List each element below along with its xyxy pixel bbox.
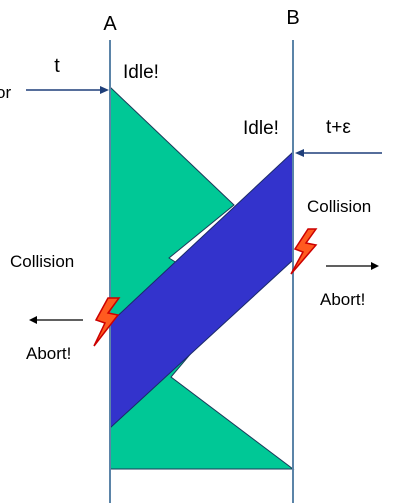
station-b-lightning-icon <box>290 228 318 275</box>
station-b-sense-time: t+ε <box>326 117 351 138</box>
station-a-collision-label: Collision <box>10 252 74 271</box>
sense-arrow-a-head <box>100 86 109 94</box>
station-a-abort-label: Abort! <box>26 344 71 363</box>
station-a-label: A <box>103 13 117 35</box>
abort-arrow-a-head <box>29 316 37 324</box>
station-b-idle-label: Idle! <box>243 118 279 139</box>
station-a-sense-time: t <box>54 55 60 77</box>
station-a-idle-label: Idle! <box>123 62 159 83</box>
sense-arrow-b-head <box>295 149 304 157</box>
abort-arrow-b-head <box>371 262 379 270</box>
station-b-collision-label: Collision <box>307 197 371 216</box>
station-b-abort-label: Abort! <box>320 290 365 309</box>
station-a-sense-label: or <box>0 83 11 102</box>
station-b-label: B <box>286 7 299 29</box>
station-a-lightning-icon <box>93 297 121 347</box>
